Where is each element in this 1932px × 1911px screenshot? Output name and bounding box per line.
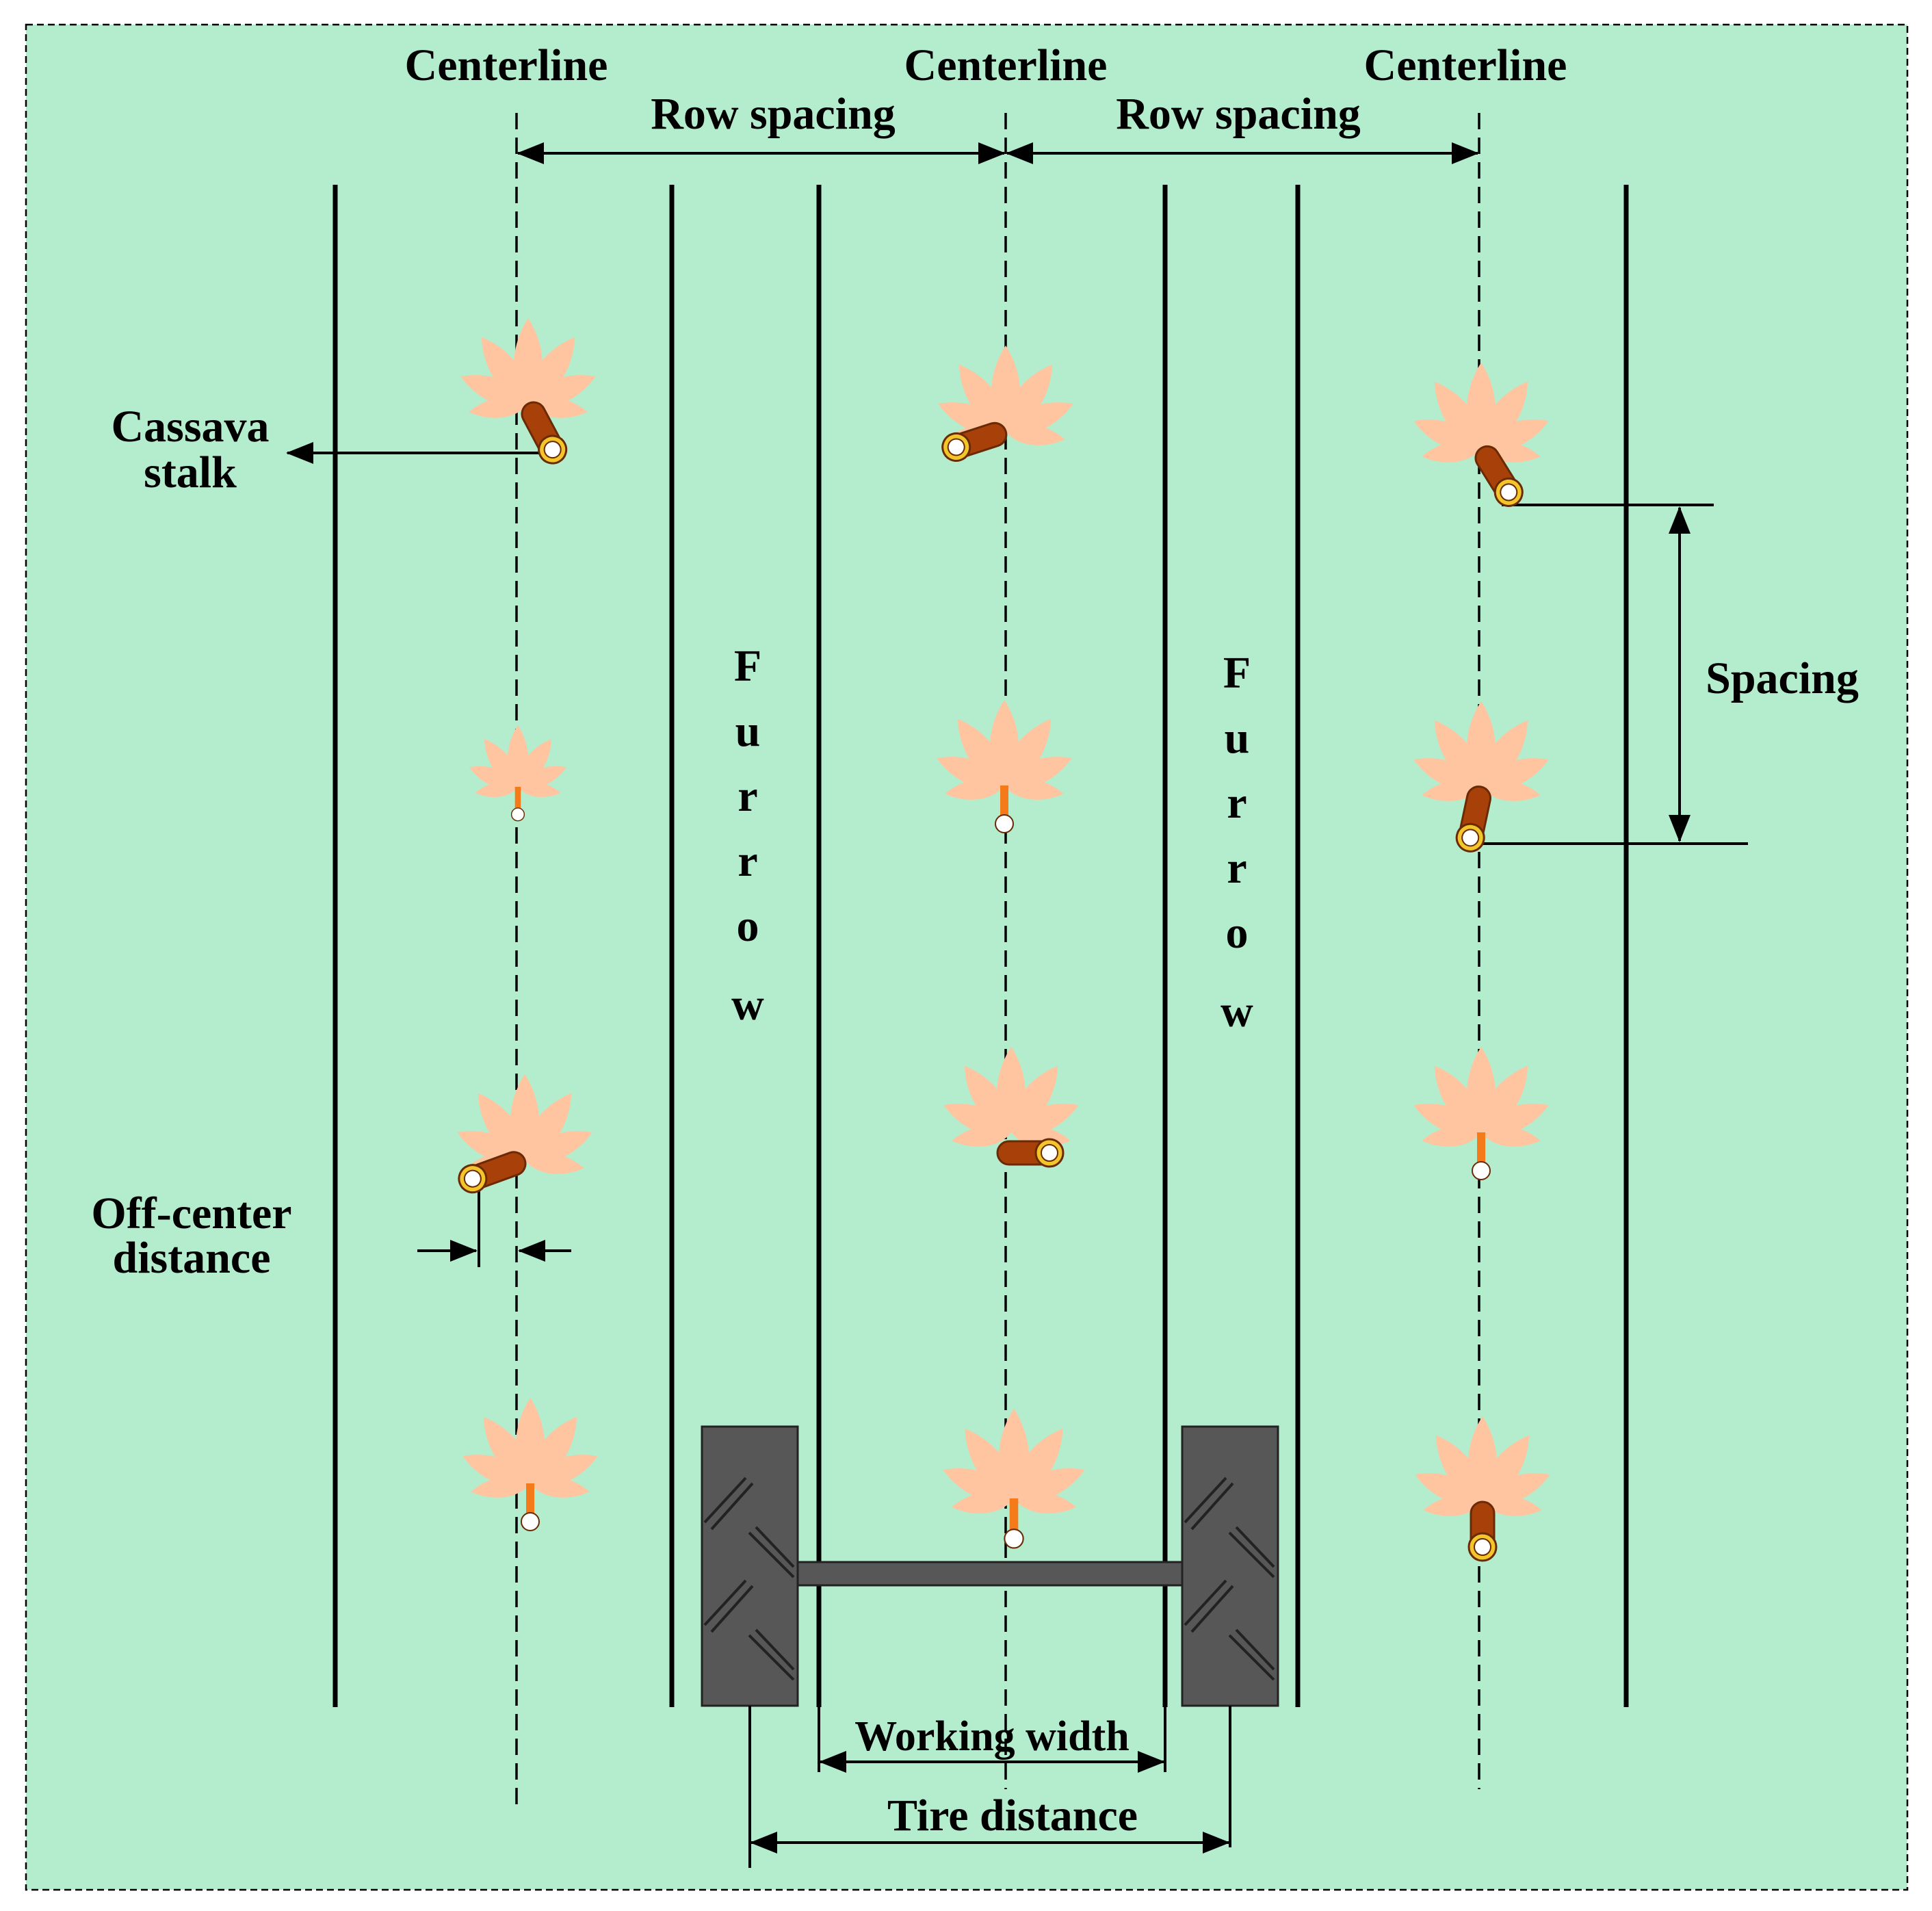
cassava-plant-icon [1409, 701, 1554, 853]
cassava-stem [1477, 1132, 1485, 1165]
spacing-label: Spacing [1706, 653, 1859, 703]
working-width-label: Working width [854, 1713, 1129, 1760]
furrow-label-right: F u r r o w [1220, 648, 1253, 1037]
furrow-letter: F [734, 641, 761, 691]
cassava-stem-end [510, 807, 525, 822]
furrow-letter: F [1223, 648, 1251, 698]
spacing-dimension [1467, 504, 1748, 845]
furrow-letter: w [731, 980, 764, 1030]
furrow-label-left: F u r r o w [731, 641, 764, 1030]
axle [796, 1561, 1184, 1587]
cassava-stalk-label-line2: stalk [144, 447, 237, 497]
row-spacing-label-right: Row spacing [1116, 89, 1361, 139]
cassava-stem [526, 1483, 534, 1516]
offcenter-dimension [417, 1189, 571, 1267]
cassava-stem [514, 787, 521, 811]
cassava-plant-icon [1409, 363, 1554, 507]
cassava-plant-icon [938, 1408, 1090, 1549]
furrow-letter: r [737, 836, 757, 886]
furrow-letter: r [1227, 778, 1246, 828]
cassava-stem-end [1004, 1529, 1024, 1549]
furrow-letter: o [737, 901, 759, 951]
cassava-plant-icon [452, 1074, 597, 1194]
cassava-stem-end [521, 1512, 540, 1531]
centerline-label-right: Centerline [1364, 40, 1567, 90]
cassava-stalk-icon [941, 421, 1008, 462]
furrow-letter: o [1226, 908, 1249, 958]
working-width-dimension [818, 1707, 1166, 1773]
cassava-stalk-icon [996, 1138, 1065, 1168]
cassava-plant-icon [466, 725, 570, 822]
tire-assembly [701, 1425, 1279, 1707]
cassava-stem-end [995, 814, 1014, 833]
cassava-plant-icon [1409, 1047, 1554, 1180]
cassava-stalk-icon [1467, 1500, 1498, 1562]
cassava-stalk-icon [521, 401, 568, 465]
cassava-plant-icon [1410, 1416, 1555, 1562]
cassava-plant-icon [458, 1398, 603, 1531]
furrow-letter: r [737, 771, 757, 821]
centerline-label-mid: Centerline [904, 40, 1108, 90]
offcenter-label-line2: distance [113, 1233, 271, 1283]
furrow-letter: r [1227, 843, 1246, 893]
cassava-plant-icon [932, 700, 1077, 833]
cassava-plant-icon [456, 318, 601, 465]
cassava-stem-end [1472, 1161, 1491, 1180]
cassava-stalk-icon [458, 1151, 527, 1194]
cassava-plant-icon [933, 346, 1078, 462]
tire-distance-label: Tire distance [887, 1791, 1138, 1841]
cassava-plants [452, 318, 1555, 1562]
cassava-stalk-icon [1455, 785, 1491, 853]
cassava-stem [1009, 1498, 1019, 1533]
row-spacing-label-left: Row spacing [651, 89, 896, 139]
cassava-stalk-label-line1: Cassava [111, 402, 269, 452]
furrow-letter: w [1220, 987, 1253, 1037]
tire-distance-dimension [748, 1706, 1231, 1868]
furrow-letter: u [735, 706, 761, 756]
furrow-letter: u [1225, 713, 1250, 763]
ridge-lines [332, 185, 1629, 1707]
offcenter-label-line1: Off-center [91, 1188, 291, 1238]
cassava-plant-icon [939, 1047, 1084, 1168]
cassava-stalk-icon [1474, 445, 1524, 507]
centerline-label-left: Centerline [405, 40, 608, 90]
cassava-stem [1000, 785, 1008, 818]
